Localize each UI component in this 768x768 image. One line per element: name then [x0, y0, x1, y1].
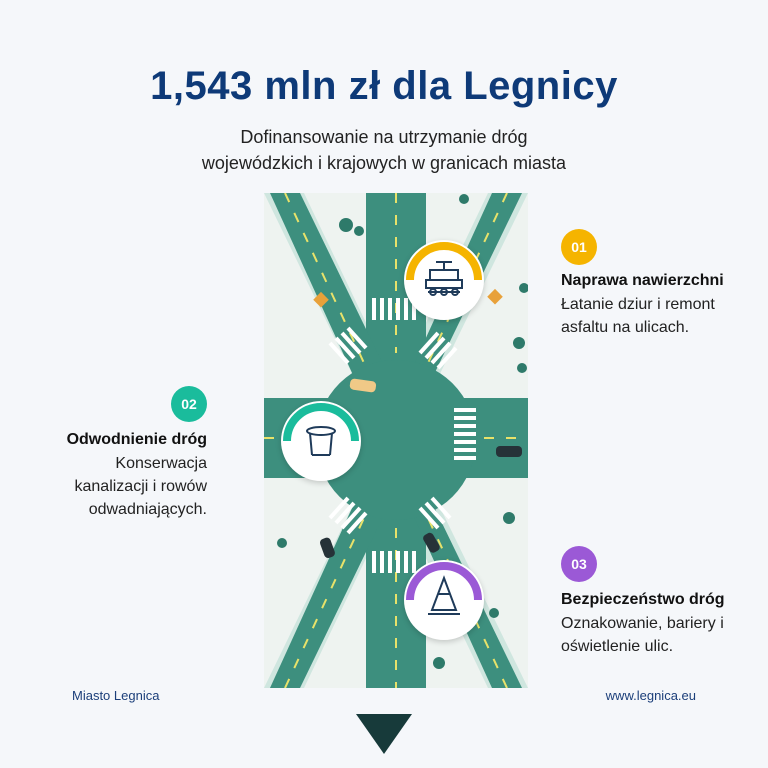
page-subtitle: Dofinansowanie na utrzymanie dróg wojewó…	[0, 124, 768, 176]
feature-2-desc-line-1: Konserwacja	[115, 455, 207, 472]
feature-3-badge: 03	[561, 546, 597, 582]
feature-1-desc-line-1: Łatanie dziur i remont	[561, 296, 715, 313]
feature-2-description: Konserwacja kanalizacji i rowów odwadnia…	[75, 452, 208, 521]
feature-2-icon-circle	[281, 401, 361, 481]
feature-2-desc-line-2: kanalizacji i rowów	[74, 478, 208, 495]
subtitle-line-2: wojewódzkich i krajowych w granicach mia…	[201, 153, 567, 173]
footer-organization: Miasto Legnica	[72, 688, 160, 703]
feature-3-title: Bezpieczeństwo dróg	[561, 591, 725, 608]
feature-3-icon-circle	[404, 560, 484, 640]
feature-1-title: Naprawa nawierzchni	[561, 272, 724, 289]
feature-2-desc-line-3: odwadniających.	[88, 501, 207, 518]
drain-well-icon	[283, 403, 359, 456]
feature-2-title: Odwodnienie dróg	[66, 431, 207, 448]
traffic-cone-icon	[406, 562, 482, 615]
feature-1-icon-circle	[404, 240, 484, 320]
feature-3-desc-line-1: Oznakowanie, bariery i	[561, 615, 724, 632]
paver-machine-icon	[406, 242, 482, 296]
feature-3-description: Oznakowanie, bariery i oświetlenie ulic.	[561, 612, 724, 658]
feature-1-badge: 01	[561, 229, 597, 265]
feature-2-badge: 02	[171, 386, 207, 422]
subtitle-line-1: Dofinansowanie na utrzymanie dróg	[240, 127, 528, 147]
down-arrow-icon	[356, 714, 412, 754]
feature-1-desc-line-2: asfaltu na ulicach.	[561, 319, 690, 336]
feature-1-description: Łatanie dziur i remont asfaltu na ulicac…	[561, 293, 715, 339]
feature-3-desc-line-2: oświetlenie ulic.	[561, 638, 674, 655]
page-title: 1,543 mln zł dla Legnicy	[150, 64, 618, 108]
footer-website-link[interactable]: www.legnica.eu	[605, 688, 696, 703]
